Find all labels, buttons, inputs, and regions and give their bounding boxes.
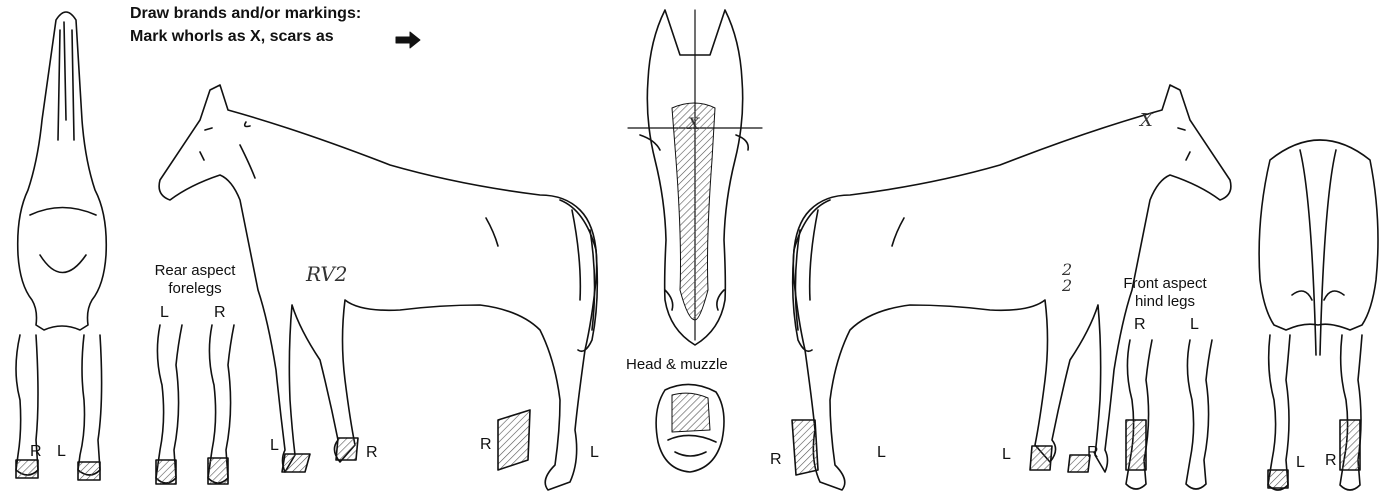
rear-forelegs-r: R <box>214 304 226 322</box>
front-hindlegs-r: R <box>1134 316 1146 334</box>
right-side-leg-r-hind: R <box>770 451 782 469</box>
front-aspect-hindlegs <box>1126 340 1212 489</box>
scar-arrow-icon <box>396 32 420 48</box>
rear-aspect-forelegs-text: Rear aspect forelegs <box>140 262 250 298</box>
rear-aspect-forelegs <box>156 325 234 484</box>
rear-view-leg-r: R <box>1325 452 1337 470</box>
right-side-whorl-mark: X <box>1140 110 1153 131</box>
front-aspect-hindlegs-text: Front aspect hind legs <box>1105 275 1225 311</box>
right-side-brand-annotation: 2 2 <box>1062 262 1072 294</box>
left-side-leg-l-front: L <box>270 437 279 455</box>
right-side-leg-l-hind: L <box>877 444 886 462</box>
front-view-horse <box>16 12 106 480</box>
front-aspect-hindlegs-label: Front aspect hind legs <box>1105 275 1225 311</box>
head-muzzle-label: Head & muzzle <box>626 356 728 374</box>
left-side-leg-r-front: R <box>366 444 378 462</box>
head-whorl-mark: X <box>688 114 699 133</box>
rear-aspect-forelegs-label: Rear aspect forelegs <box>140 262 250 298</box>
right-side-leg-r-front: R <box>1087 444 1099 462</box>
rear-forelegs-l: L <box>160 304 169 322</box>
instructions-legend: Mark whorls as X, scars as <box>130 25 334 48</box>
front-view-leg-r: R <box>30 443 42 461</box>
left-side-brand-annotation: RV2 <box>306 262 348 286</box>
front-hindlegs-l: L <box>1190 316 1199 334</box>
left-side-leg-r-hind: R <box>480 436 492 454</box>
instructions-title: Draw brands and/or markings: <box>130 2 361 25</box>
rear-view-leg-l: L <box>1296 454 1305 472</box>
head-front-view <box>628 10 762 345</box>
front-view-leg-l: L <box>57 443 66 461</box>
muzzle-view <box>656 384 724 472</box>
rear-view-horse <box>1259 140 1378 490</box>
left-side-leg-l-hind: L <box>590 444 599 462</box>
right-side-leg-l-front: L <box>1002 446 1011 464</box>
